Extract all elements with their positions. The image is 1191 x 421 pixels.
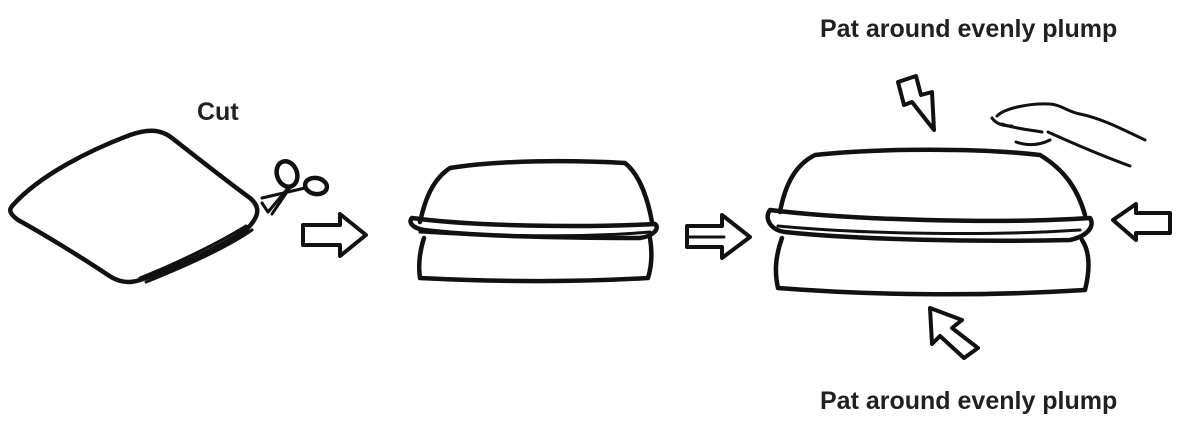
pat-top-label: Pat around evenly plump	[820, 17, 1117, 42]
plumped-cushion-icon	[768, 150, 1092, 295]
expanding-cushion-icon	[411, 161, 657, 281]
cut-label: Cut	[197, 100, 239, 125]
arrow-right-1-icon	[303, 214, 366, 256]
scissors-icon	[262, 158, 328, 214]
vacuum-packed-cushion-icon	[10, 131, 257, 282]
hand-icon	[992, 104, 1145, 166]
arrow-up-icon	[930, 308, 978, 358]
pat-bottom-label: Pat around evenly plump	[820, 389, 1117, 414]
arrow-right-2-icon	[687, 215, 750, 258]
arrow-down-icon	[898, 76, 934, 130]
arrow-left-icon	[1113, 204, 1170, 240]
